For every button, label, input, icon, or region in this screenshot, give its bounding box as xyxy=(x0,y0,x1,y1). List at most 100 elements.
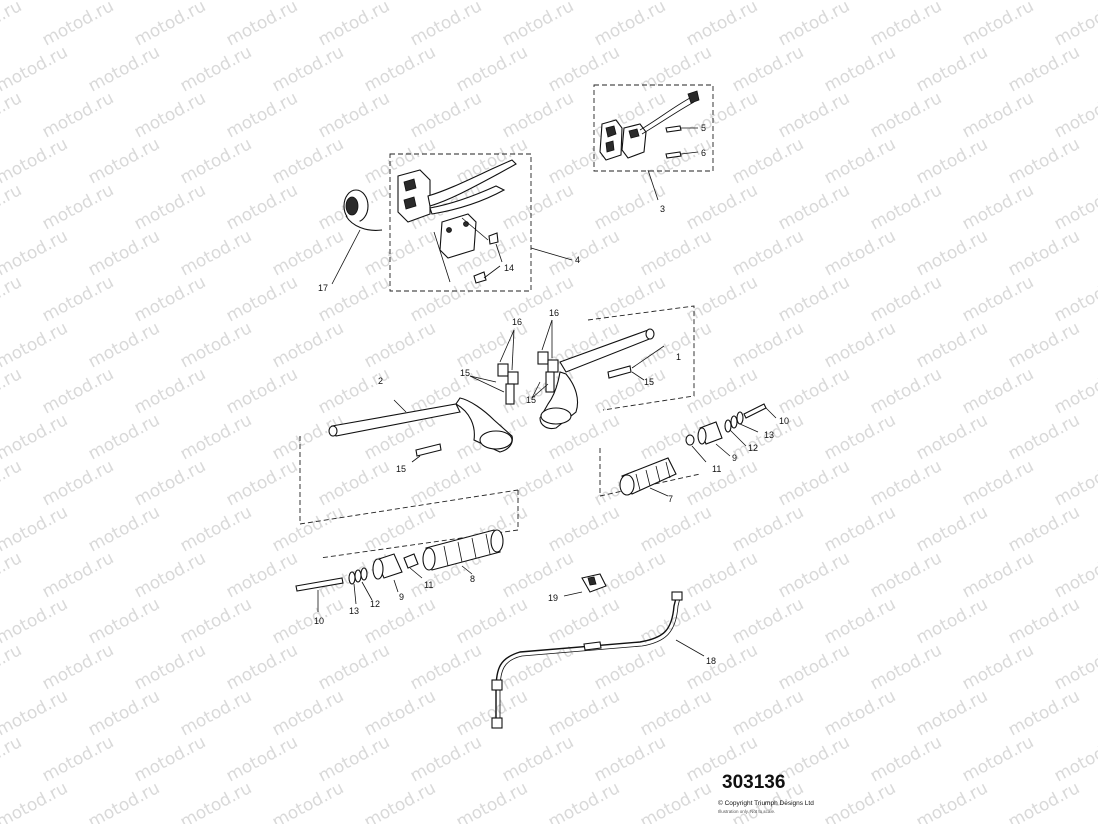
watermark-text: motod.ru xyxy=(269,410,347,464)
bolt-cap-16 xyxy=(507,371,519,385)
assembly-box-right-switch xyxy=(593,84,714,172)
watermark-text: motod.ru xyxy=(0,456,25,510)
watermark-text: motod.ru xyxy=(545,42,623,96)
watermark-text: motod.ru xyxy=(683,640,761,694)
watermark-text: motod.ru xyxy=(131,88,209,142)
diagram-reference-number: 303136 xyxy=(722,772,786,793)
watermark-text: motod.ru xyxy=(683,364,761,418)
switch-wire xyxy=(639,97,691,131)
watermark-text: motod.ru xyxy=(361,778,439,824)
callout-14: 14 xyxy=(504,263,514,273)
watermark-text: motod.ru xyxy=(269,778,347,824)
watermark-text: motod.ru xyxy=(407,640,485,694)
callout-12: 12 xyxy=(370,599,380,609)
watermark-text: motod.ru xyxy=(913,594,991,648)
watermark-text: motod.ru xyxy=(0,0,25,50)
switch-wire xyxy=(641,101,695,135)
watermark-text: motod.ru xyxy=(407,0,485,50)
watermark-text: motod.ru xyxy=(131,364,209,418)
switch-button xyxy=(605,140,615,153)
watermark-text: motod.ru xyxy=(407,732,485,786)
watermark-text: motod.ru xyxy=(1005,410,1083,464)
watermark-text: motod.ru xyxy=(499,0,577,50)
watermark-text: motod.ru xyxy=(0,640,25,694)
screw-6 xyxy=(665,151,682,159)
watermark-text: motod.ru xyxy=(131,548,209,602)
switch-button xyxy=(403,178,417,192)
watermark-text: motod.ru xyxy=(453,686,531,740)
watermark-text: motod.ru xyxy=(913,410,991,464)
insert-11 xyxy=(403,553,419,569)
watermark-text: motod.ru xyxy=(821,42,899,96)
watermark-text: motod.ru xyxy=(0,42,71,96)
watermark-text: motod.ru xyxy=(177,410,255,464)
watermark-text: motod.ru xyxy=(683,456,761,510)
watermark-text: motod.ru xyxy=(729,42,807,96)
screw-5 xyxy=(665,125,682,133)
watermark-text: motod.ru xyxy=(545,686,623,740)
watermark-text: motod.ru xyxy=(637,134,715,188)
switch-button xyxy=(403,196,417,210)
watermark-text: motod.ru xyxy=(821,686,899,740)
watermark-text: motod.ru xyxy=(85,42,163,96)
callout-15: 15 xyxy=(396,464,406,474)
watermark-text: motod.ru xyxy=(407,272,485,326)
watermark-text: motod.ru xyxy=(775,456,853,510)
cable-clip xyxy=(563,573,607,597)
callout-9: 9 xyxy=(732,453,737,463)
bolt-15 xyxy=(607,365,632,379)
watermark-text: motod.ru xyxy=(637,686,715,740)
switch-housing xyxy=(397,169,431,223)
watermark-text: motod.ru xyxy=(775,548,853,602)
watermark-text: motod.ru xyxy=(775,180,853,234)
watermark-text: motod.ru xyxy=(913,502,991,556)
washer-13 xyxy=(348,571,356,585)
watermark-text: motod.ru xyxy=(131,732,209,786)
watermark-text: motod.ru xyxy=(269,502,347,556)
washer-12 xyxy=(724,419,732,433)
watermark-text: motod.ru xyxy=(637,226,715,280)
switch-connector xyxy=(687,90,700,104)
watermark-text: motod.ru xyxy=(867,456,945,510)
bolt-15 xyxy=(505,383,515,405)
insert-11 xyxy=(685,434,695,446)
callout-8: 8 xyxy=(470,574,475,584)
watermark-text: motod.ru xyxy=(453,594,531,648)
watermark-text: motod.ru xyxy=(269,686,347,740)
watermark-text: motod.ru xyxy=(85,594,163,648)
watermark-text: motod.ru xyxy=(1005,686,1083,740)
watermark-text: motod.ru xyxy=(223,732,301,786)
callout-13: 13 xyxy=(349,606,359,616)
watermark-text: motod.ru xyxy=(269,134,347,188)
watermark-text: motod.ru xyxy=(223,88,301,142)
watermark-text: motod.ru xyxy=(821,410,899,464)
watermark-text: motod.ru xyxy=(85,686,163,740)
watermark-text: motod.ru xyxy=(959,364,1037,418)
watermark-text: motod.ru xyxy=(499,88,577,142)
callout-12: 12 xyxy=(748,443,758,453)
watermark-text: motod.ru xyxy=(0,180,25,234)
callout-11: 11 xyxy=(712,464,721,474)
handlebar-clamp-ring xyxy=(540,407,572,425)
watermark-text: motod.ru xyxy=(729,594,807,648)
watermark-text: motod.ru xyxy=(959,732,1037,786)
bolt-10 xyxy=(743,403,767,419)
watermark-text: motod.ru xyxy=(223,548,301,602)
screw-14 xyxy=(488,232,499,245)
watermark-text: motod.ru xyxy=(0,226,71,280)
watermark-text: motod.ru xyxy=(637,42,715,96)
watermark-text: motod.ru xyxy=(39,732,117,786)
watermark-text: motod.ru xyxy=(0,548,25,602)
watermark-text: motod.ru xyxy=(0,364,25,418)
watermark-text: motod.ru xyxy=(1051,732,1098,786)
assembly-bracket-right xyxy=(587,305,695,411)
callout-16: 16 xyxy=(549,308,559,318)
watermark-text: motod.ru xyxy=(0,778,71,824)
watermark-text: motod.ru xyxy=(591,640,669,694)
clutch-lever xyxy=(427,159,517,207)
watermark-text: motod.ru xyxy=(223,0,301,50)
callout-15: 15 xyxy=(526,395,536,405)
watermark-text: motod.ru xyxy=(637,778,715,824)
watermark-text: motod.ru xyxy=(959,548,1037,602)
